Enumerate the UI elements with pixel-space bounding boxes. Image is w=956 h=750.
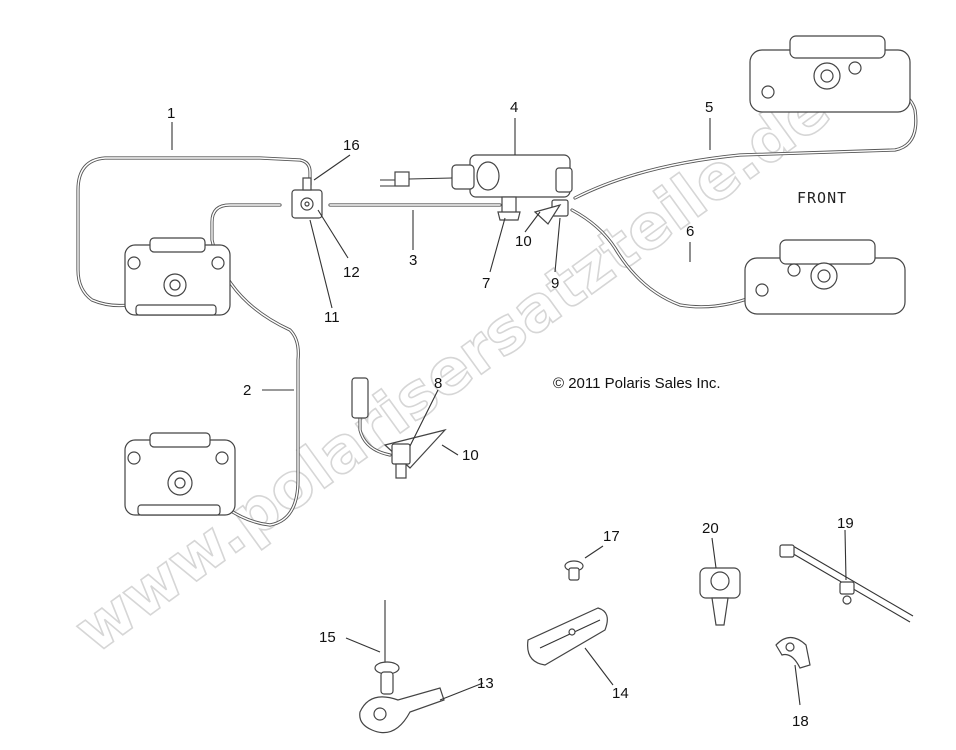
- bracket-fitting: [351, 377, 447, 479]
- part-18-clamp: [775, 636, 811, 669]
- label-2: 2: [243, 382, 251, 399]
- label-10-upper: 10: [515, 233, 532, 250]
- copyright-text: © 2011 Polaris Sales Inc.: [553, 375, 721, 392]
- label-19: 19: [837, 515, 854, 532]
- label-5: 5: [705, 99, 713, 116]
- label-17: 17: [603, 528, 620, 545]
- label-6: 6: [686, 223, 694, 240]
- label-1: 1: [167, 105, 175, 122]
- part-19-cable-tie: [779, 544, 914, 623]
- label-15: 15: [319, 629, 336, 646]
- part-labels: 1 2 3 4 5 6 7 8 9 10 10 11 12 13 14 15 1…: [167, 99, 854, 730]
- label-16: 16: [343, 137, 360, 154]
- label-8: 8: [434, 375, 442, 392]
- label-20: 20: [702, 520, 719, 537]
- leader-lines: [171, 118, 847, 706]
- label-10-lower: 10: [462, 447, 479, 464]
- label-14: 14: [612, 685, 629, 702]
- label-18: 18: [792, 713, 809, 730]
- label-9: 9: [551, 275, 559, 292]
- caliper-rear-lower: [124, 432, 236, 516]
- caliper-front-lower: [744, 239, 906, 315]
- label-7: 7: [482, 275, 490, 292]
- caliper-rear-upper: [124, 237, 231, 316]
- junction-fitting: [533, 199, 569, 225]
- part-20-clip: [699, 567, 741, 626]
- part-17-screw: [564, 560, 584, 581]
- label-4: 4: [510, 99, 518, 116]
- caliper-front-upper: [749, 35, 911, 113]
- label-3: 3: [409, 252, 417, 269]
- master-cylinder: [380, 154, 573, 221]
- tee-block: [291, 177, 323, 219]
- label-11: 11: [324, 309, 340, 326]
- part-13-p-clamp: [359, 687, 445, 734]
- label-13: 13: [477, 675, 494, 692]
- front-label: FRONT: [797, 189, 847, 207]
- label-12: 12: [343, 264, 360, 281]
- part-14-shield: [527, 607, 608, 666]
- part-15-rivet: [374, 600, 400, 695]
